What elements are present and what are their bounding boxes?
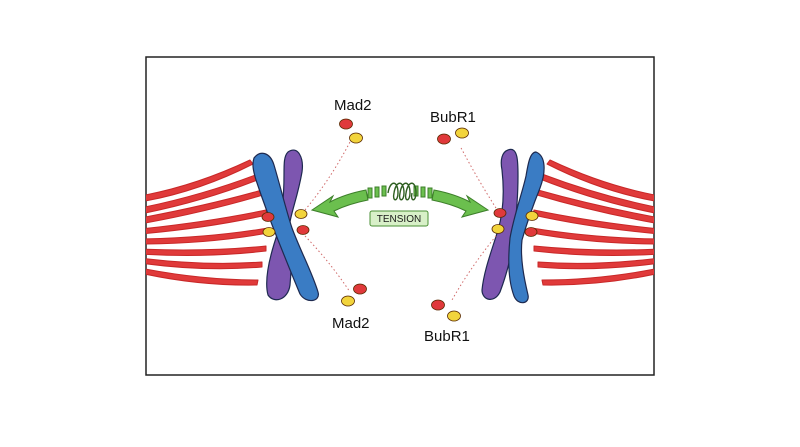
tension-label-box xyxy=(369,210,429,227)
free-protein-pair-bubr1-bottom xyxy=(431,299,461,322)
free-protein-pair-bubr1-top xyxy=(437,127,469,145)
right-microtubule-bundle xyxy=(531,159,654,286)
left-microtubule-bundle xyxy=(146,159,269,286)
mad2-bottom-label: Mad2 xyxy=(332,315,370,332)
release-dotted-lines xyxy=(304,141,497,301)
left-chromosome xyxy=(252,149,319,302)
right-kinetochore-proteins xyxy=(491,208,539,237)
bubr1-top-label: BubR1 xyxy=(430,109,476,126)
right-chromatid-blue xyxy=(508,151,545,304)
mad2-top-label: Mad2 xyxy=(334,97,372,114)
free-protein-pair-mad2-bottom xyxy=(341,283,367,307)
tension-spring-icon xyxy=(387,182,417,201)
left-kinetochore-proteins xyxy=(261,209,310,237)
tension-arrow-left xyxy=(310,185,387,218)
free-protein-pair-mad2-top xyxy=(339,118,363,144)
left-chromatid-blue xyxy=(252,152,319,302)
bubr1-bottom-label: BubR1 xyxy=(424,328,470,345)
tension-label: TENSION xyxy=(377,214,421,225)
